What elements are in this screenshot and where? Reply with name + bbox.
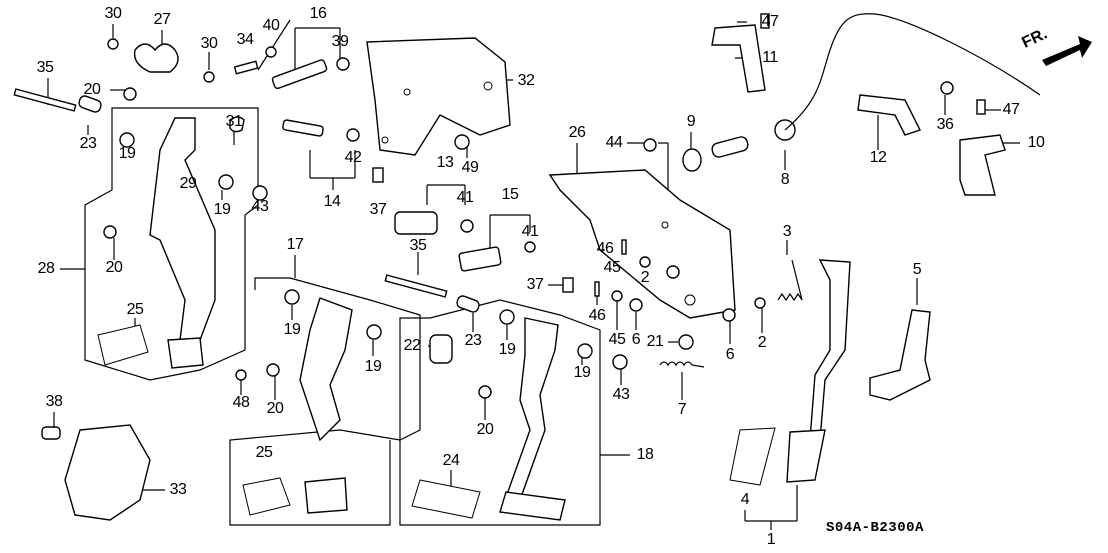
- callout-6: 6: [631, 331, 641, 348]
- callout-21: 21: [646, 333, 664, 350]
- callout-28: 28: [37, 260, 55, 277]
- callout-34: 34: [236, 31, 254, 48]
- callout-36: 36: [936, 116, 954, 133]
- callout-19: 19: [364, 358, 382, 375]
- callout-14: 14: [323, 193, 341, 210]
- callout-20: 20: [476, 421, 494, 438]
- callout-4: 4: [740, 491, 750, 508]
- callout-19: 19: [498, 341, 516, 358]
- callout-38: 38: [45, 393, 63, 410]
- callout-49: 49: [461, 159, 479, 176]
- callout-44: 44: [605, 134, 623, 151]
- callout-1: 1: [766, 531, 776, 548]
- callout-19: 19: [118, 145, 136, 162]
- callout-17: 17: [286, 236, 304, 253]
- callout-37: 37: [369, 201, 387, 218]
- divider-line: [257, 19, 291, 71]
- callout-46: 46: [596, 240, 614, 257]
- callout-19: 19: [213, 201, 231, 218]
- callout-35: 35: [36, 59, 54, 76]
- callout-2: 2: [640, 269, 650, 286]
- callout-32: 32: [517, 72, 535, 89]
- callout-20: 20: [83, 81, 101, 98]
- callout-11: 11: [762, 49, 778, 66]
- callout-46: 46: [588, 307, 606, 324]
- callout-47: 47: [1002, 101, 1020, 118]
- callout-39: 39: [331, 33, 349, 50]
- callout-13: 13: [436, 154, 454, 171]
- callout-23: 23: [464, 332, 482, 349]
- callout-20: 20: [105, 259, 123, 276]
- callout-25: 25: [126, 301, 144, 318]
- callout-15: 15: [501, 186, 519, 203]
- callout-24: 24: [442, 452, 460, 469]
- callout-7: 7: [677, 401, 687, 418]
- callout-23: 23: [79, 135, 97, 152]
- pedal-group-17-outline: [229, 277, 421, 526]
- callout-30: 30: [104, 5, 122, 22]
- callout-8: 8: [780, 171, 790, 188]
- callout-12: 12: [869, 149, 887, 166]
- callout-20: 20: [266, 400, 284, 417]
- callout-19: 19: [573, 364, 591, 381]
- callout-26: 26: [568, 124, 586, 141]
- callout-45: 45: [603, 259, 621, 276]
- callout-30: 30: [200, 35, 218, 52]
- callout-16: 16: [309, 5, 327, 22]
- callout-10: 10: [1027, 134, 1045, 151]
- callout-43: 43: [251, 198, 269, 215]
- clutch-pedal-group-outline: [84, 107, 259, 381]
- callout-9: 9: [686, 113, 696, 130]
- callout-18: 18: [636, 446, 654, 463]
- callout-42: 42: [344, 149, 362, 166]
- callout-43: 43: [612, 386, 630, 403]
- callout-31: 31: [225, 113, 243, 130]
- part-drawings: [13, 13, 1092, 521]
- callout-41: 41: [456, 189, 474, 206]
- callout-6: 6: [725, 346, 735, 363]
- callout-25: 25: [255, 444, 273, 461]
- callout-3: 3: [782, 223, 792, 240]
- callout-22: 22: [403, 337, 421, 354]
- callout-35: 35: [409, 237, 427, 254]
- callout-40: 40: [262, 17, 280, 34]
- diagram-code: S04A-B2300A: [826, 520, 924, 536]
- callout-5: 5: [912, 261, 922, 278]
- callout-37: 37: [526, 276, 544, 293]
- callout-41: 41: [521, 223, 539, 240]
- pedal-group-18-outline: [399, 299, 601, 526]
- callout-2: 2: [757, 334, 767, 351]
- callout-33: 33: [169, 481, 187, 498]
- callout-19: 19: [283, 321, 301, 338]
- callout-48: 48: [232, 394, 250, 411]
- callout-47: 47: [761, 13, 779, 30]
- callout-27: 27: [153, 11, 171, 28]
- callout-29: 29: [179, 175, 197, 192]
- callout-45: 45: [608, 331, 626, 348]
- leader-lines: [47, 21, 1020, 530]
